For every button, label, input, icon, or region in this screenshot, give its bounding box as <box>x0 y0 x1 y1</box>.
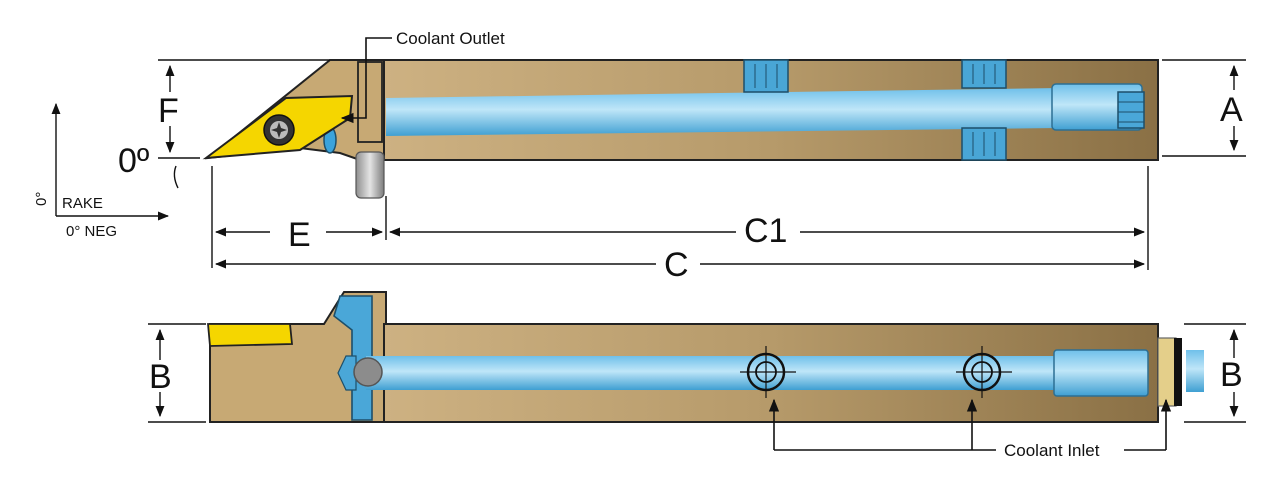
coolant-outlet-slot <box>357 61 383 143</box>
coolant-inlet-stub <box>1186 350 1204 392</box>
coolant-inlet-label: Coolant Inlet <box>1004 441 1100 460</box>
coolant-outlet-leader <box>340 37 392 124</box>
coolant-outlet-label: Coolant Outlet <box>396 29 505 48</box>
pin-head <box>353 357 383 387</box>
end-fitting-side <box>1157 337 1177 407</box>
end-seal <box>1174 338 1182 406</box>
dim-a-label: A <box>1220 91 1243 129</box>
top-view: Coolant Outlet F 0º A 0° RAKE 0° NEG E C… <box>33 29 1246 284</box>
dim-b-right-label: B <box>1220 356 1243 394</box>
rake-neg-label: 0° NEG <box>66 223 117 240</box>
dim-e-label: E <box>288 216 311 254</box>
plug-icon <box>961 127 1007 161</box>
dim-b-left-label: B <box>149 358 172 396</box>
dim-c1-label: C1 <box>744 212 787 250</box>
coolant-channel-side <box>366 356 1066 390</box>
plug-icon <box>743 59 789 93</box>
rake-label: RAKE <box>62 195 103 212</box>
dim-f-label: F <box>158 92 179 130</box>
dim-c-label: C <box>664 246 689 284</box>
coolant-fitting-side <box>1053 349 1149 397</box>
cutting-insert-side <box>207 323 293 347</box>
coolant-channel-top <box>386 88 1060 136</box>
dim-zero-arc <box>173 165 179 189</box>
clamp-screw-icon <box>956 346 1012 398</box>
clamp-screw-icon <box>740 346 796 398</box>
pin-tip <box>337 355 357 391</box>
clamp-pin <box>355 151 385 199</box>
plug-icon <box>961 59 1007 89</box>
fitting-icon <box>1117 91 1145 129</box>
torx-screw-icon <box>263 114 295 146</box>
dim-zero-label: 0º <box>118 142 149 180</box>
side-view: Coolant Inlet B B <box>148 291 1246 460</box>
rake-angle-label: 0° <box>33 192 50 206</box>
